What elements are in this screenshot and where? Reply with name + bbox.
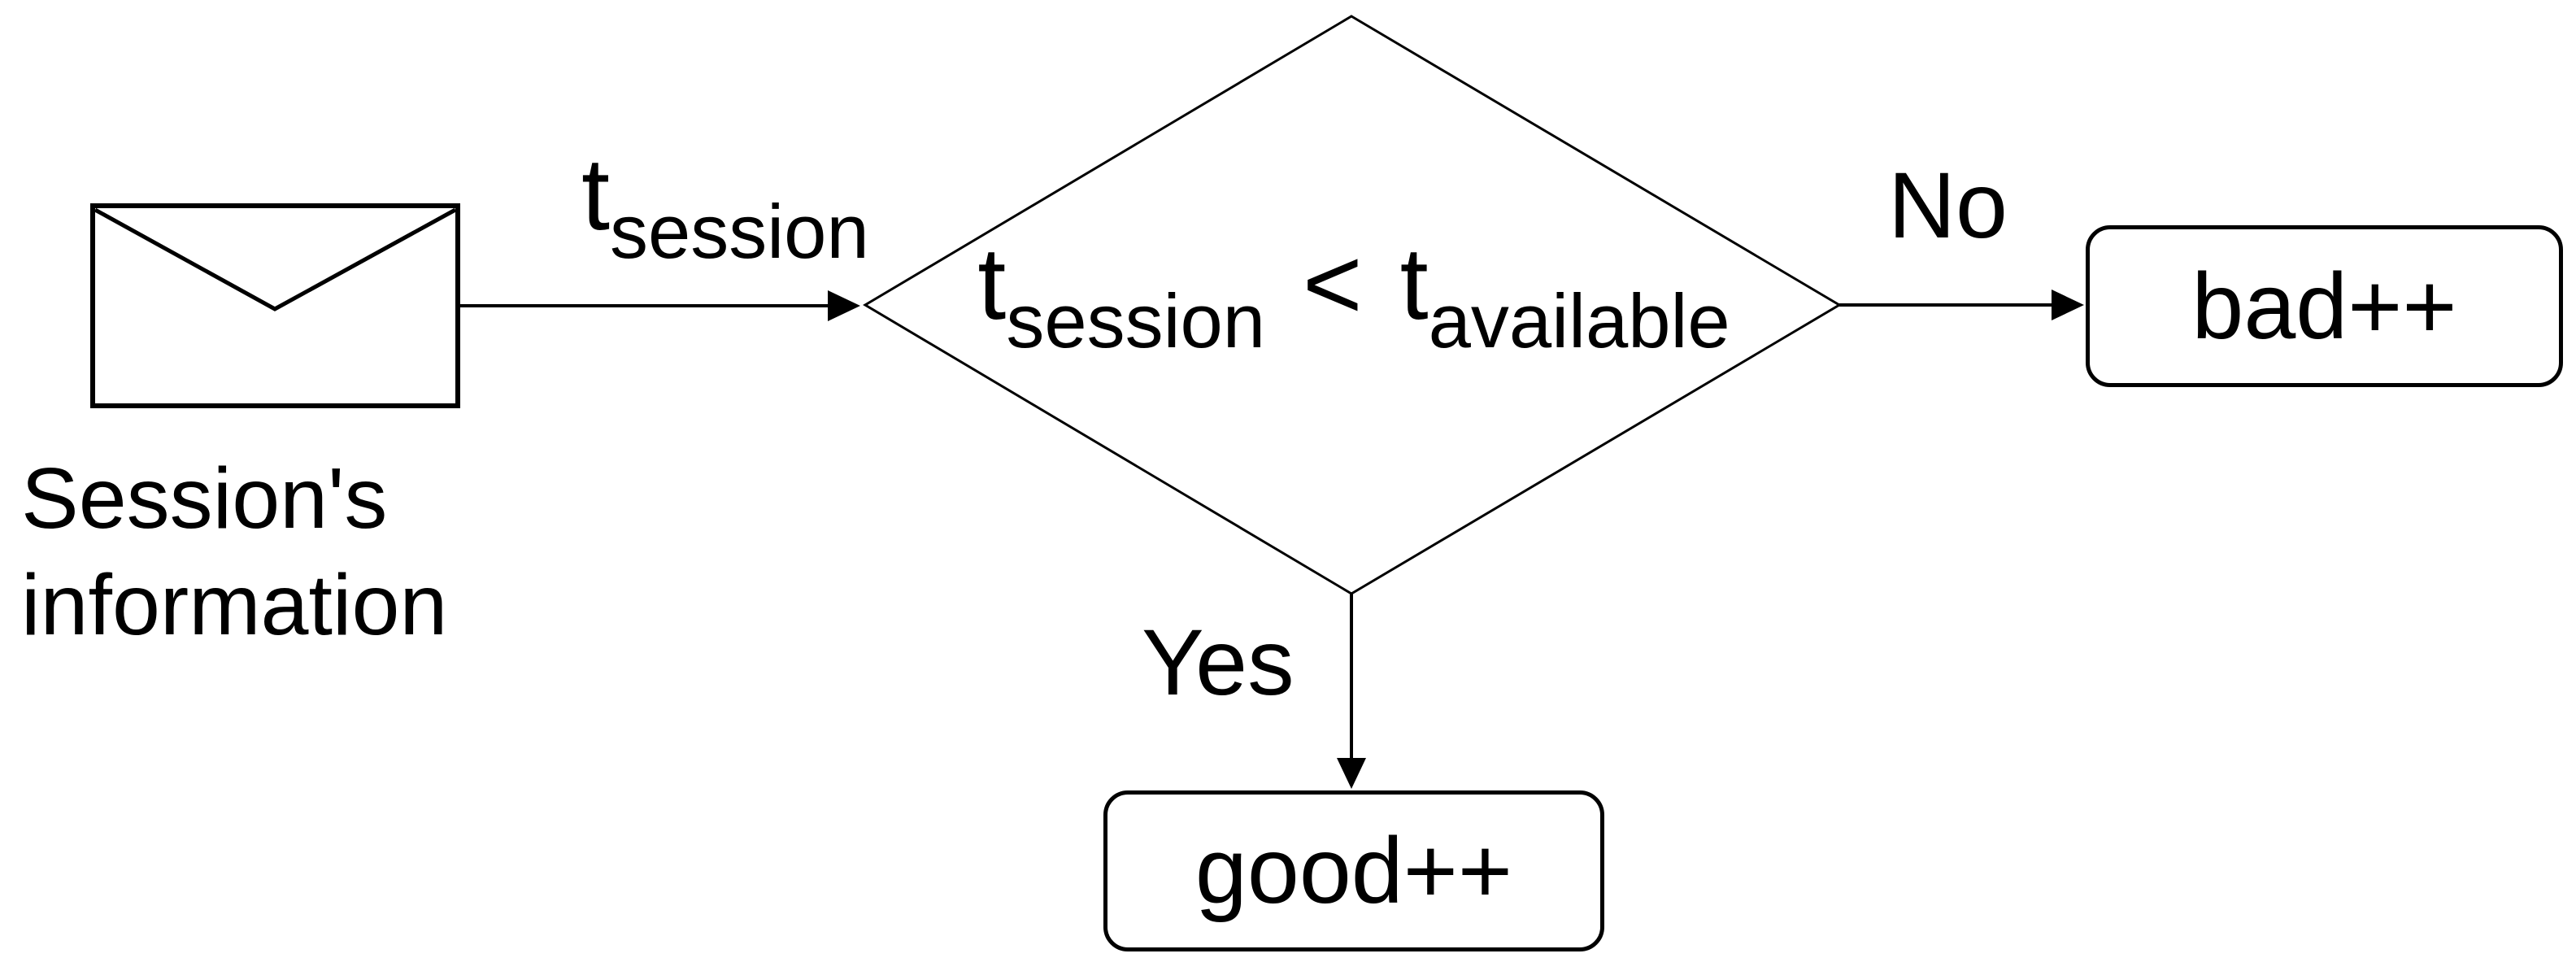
edge-label-yes: Yes	[1142, 611, 1295, 715]
edge-no-arrow	[1839, 290, 2084, 320]
expr-operator: <	[1303, 226, 1363, 341]
tsession-base: t	[581, 137, 611, 251]
expr-left-sub: session	[1006, 277, 1266, 364]
node-good: good++	[1103, 790, 1604, 951]
tsession-sub: session	[610, 188, 869, 274]
edge-yes-arrow	[1337, 594, 1366, 789]
edge-label-no: No	[1888, 154, 2008, 258]
node-good-label: good++	[1194, 819, 1513, 923]
expr-right-sub: available	[1428, 277, 1730, 364]
session-info-label: Session's information	[21, 451, 448, 654]
expr-right-base: t	[1399, 226, 1429, 341]
edge-input-arrow	[458, 290, 860, 321]
envelope-icon	[90, 203, 460, 408]
node-bad: bad++	[2086, 225, 2563, 387]
node-bad-label: bad++	[2191, 254, 2457, 359]
expr-left-base: t	[977, 226, 1007, 341]
decision-expression: tsession<tavailable	[935, 233, 1773, 359]
edge-label-tsession: tsession	[581, 143, 869, 270]
